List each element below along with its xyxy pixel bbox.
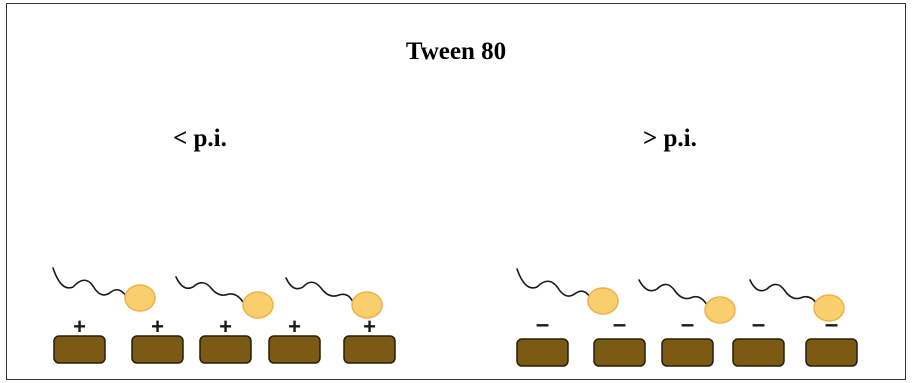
left-surfactant-head: [351, 291, 383, 319]
right-charge-symbol: –: [681, 311, 694, 338]
diagram-title: Tween 80: [405, 38, 507, 65]
left-surface-block: [131, 335, 184, 364]
left-surface-block: [53, 335, 106, 364]
left-surface-block: [343, 335, 396, 364]
left-panel-below-pi: + + + + +: [52, 267, 396, 364]
right-surfactant-head: [704, 296, 736, 324]
surfactant-adsorption-diagram: +++++ –––––: [52, 267, 858, 367]
diagram-frame: Tween 80 < p.i. > p.i. +++++ –––––: [6, 3, 906, 380]
left-charge-symbol: +: [151, 314, 164, 339]
right-surface-block: [516, 338, 569, 367]
right-surfactant-tail: [516, 268, 591, 298]
left-charge-symbol: +: [73, 314, 86, 339]
right-surface-block: [732, 338, 785, 367]
right-surfactant-tail: [638, 279, 708, 306]
right-surfactant-tail: [749, 279, 818, 305]
left-surface-block: [199, 335, 252, 364]
right-surfactant-head: [587, 287, 619, 315]
left-surfactant-tail: [52, 267, 127, 297]
right-surfactant-head: [813, 294, 845, 322]
left-surfactant-tail: [175, 276, 244, 303]
right-surface-block: [661, 338, 714, 367]
right-surface-block: [805, 338, 858, 367]
right-panel-heading: > p.i.: [643, 125, 697, 152]
right-charge-symbol: –: [536, 311, 549, 338]
left-charge-symbol: +: [219, 314, 232, 339]
left-surfactant-head: [242, 291, 274, 319]
right-charge-symbol: –: [752, 311, 765, 338]
right-panel-above-pi: –––––: [516, 268, 858, 367]
left-surface-block: [268, 335, 321, 364]
right-surface-block: [593, 338, 646, 367]
left-surfactant-head: [124, 284, 156, 312]
left-charge-symbol: +: [288, 314, 301, 339]
right-charge-symbol: –: [613, 311, 626, 338]
left-surfactant-tail: [285, 277, 354, 303]
left-charge-symbol: +: [363, 314, 376, 339]
left-panel-heading: < p.i.: [173, 125, 227, 152]
